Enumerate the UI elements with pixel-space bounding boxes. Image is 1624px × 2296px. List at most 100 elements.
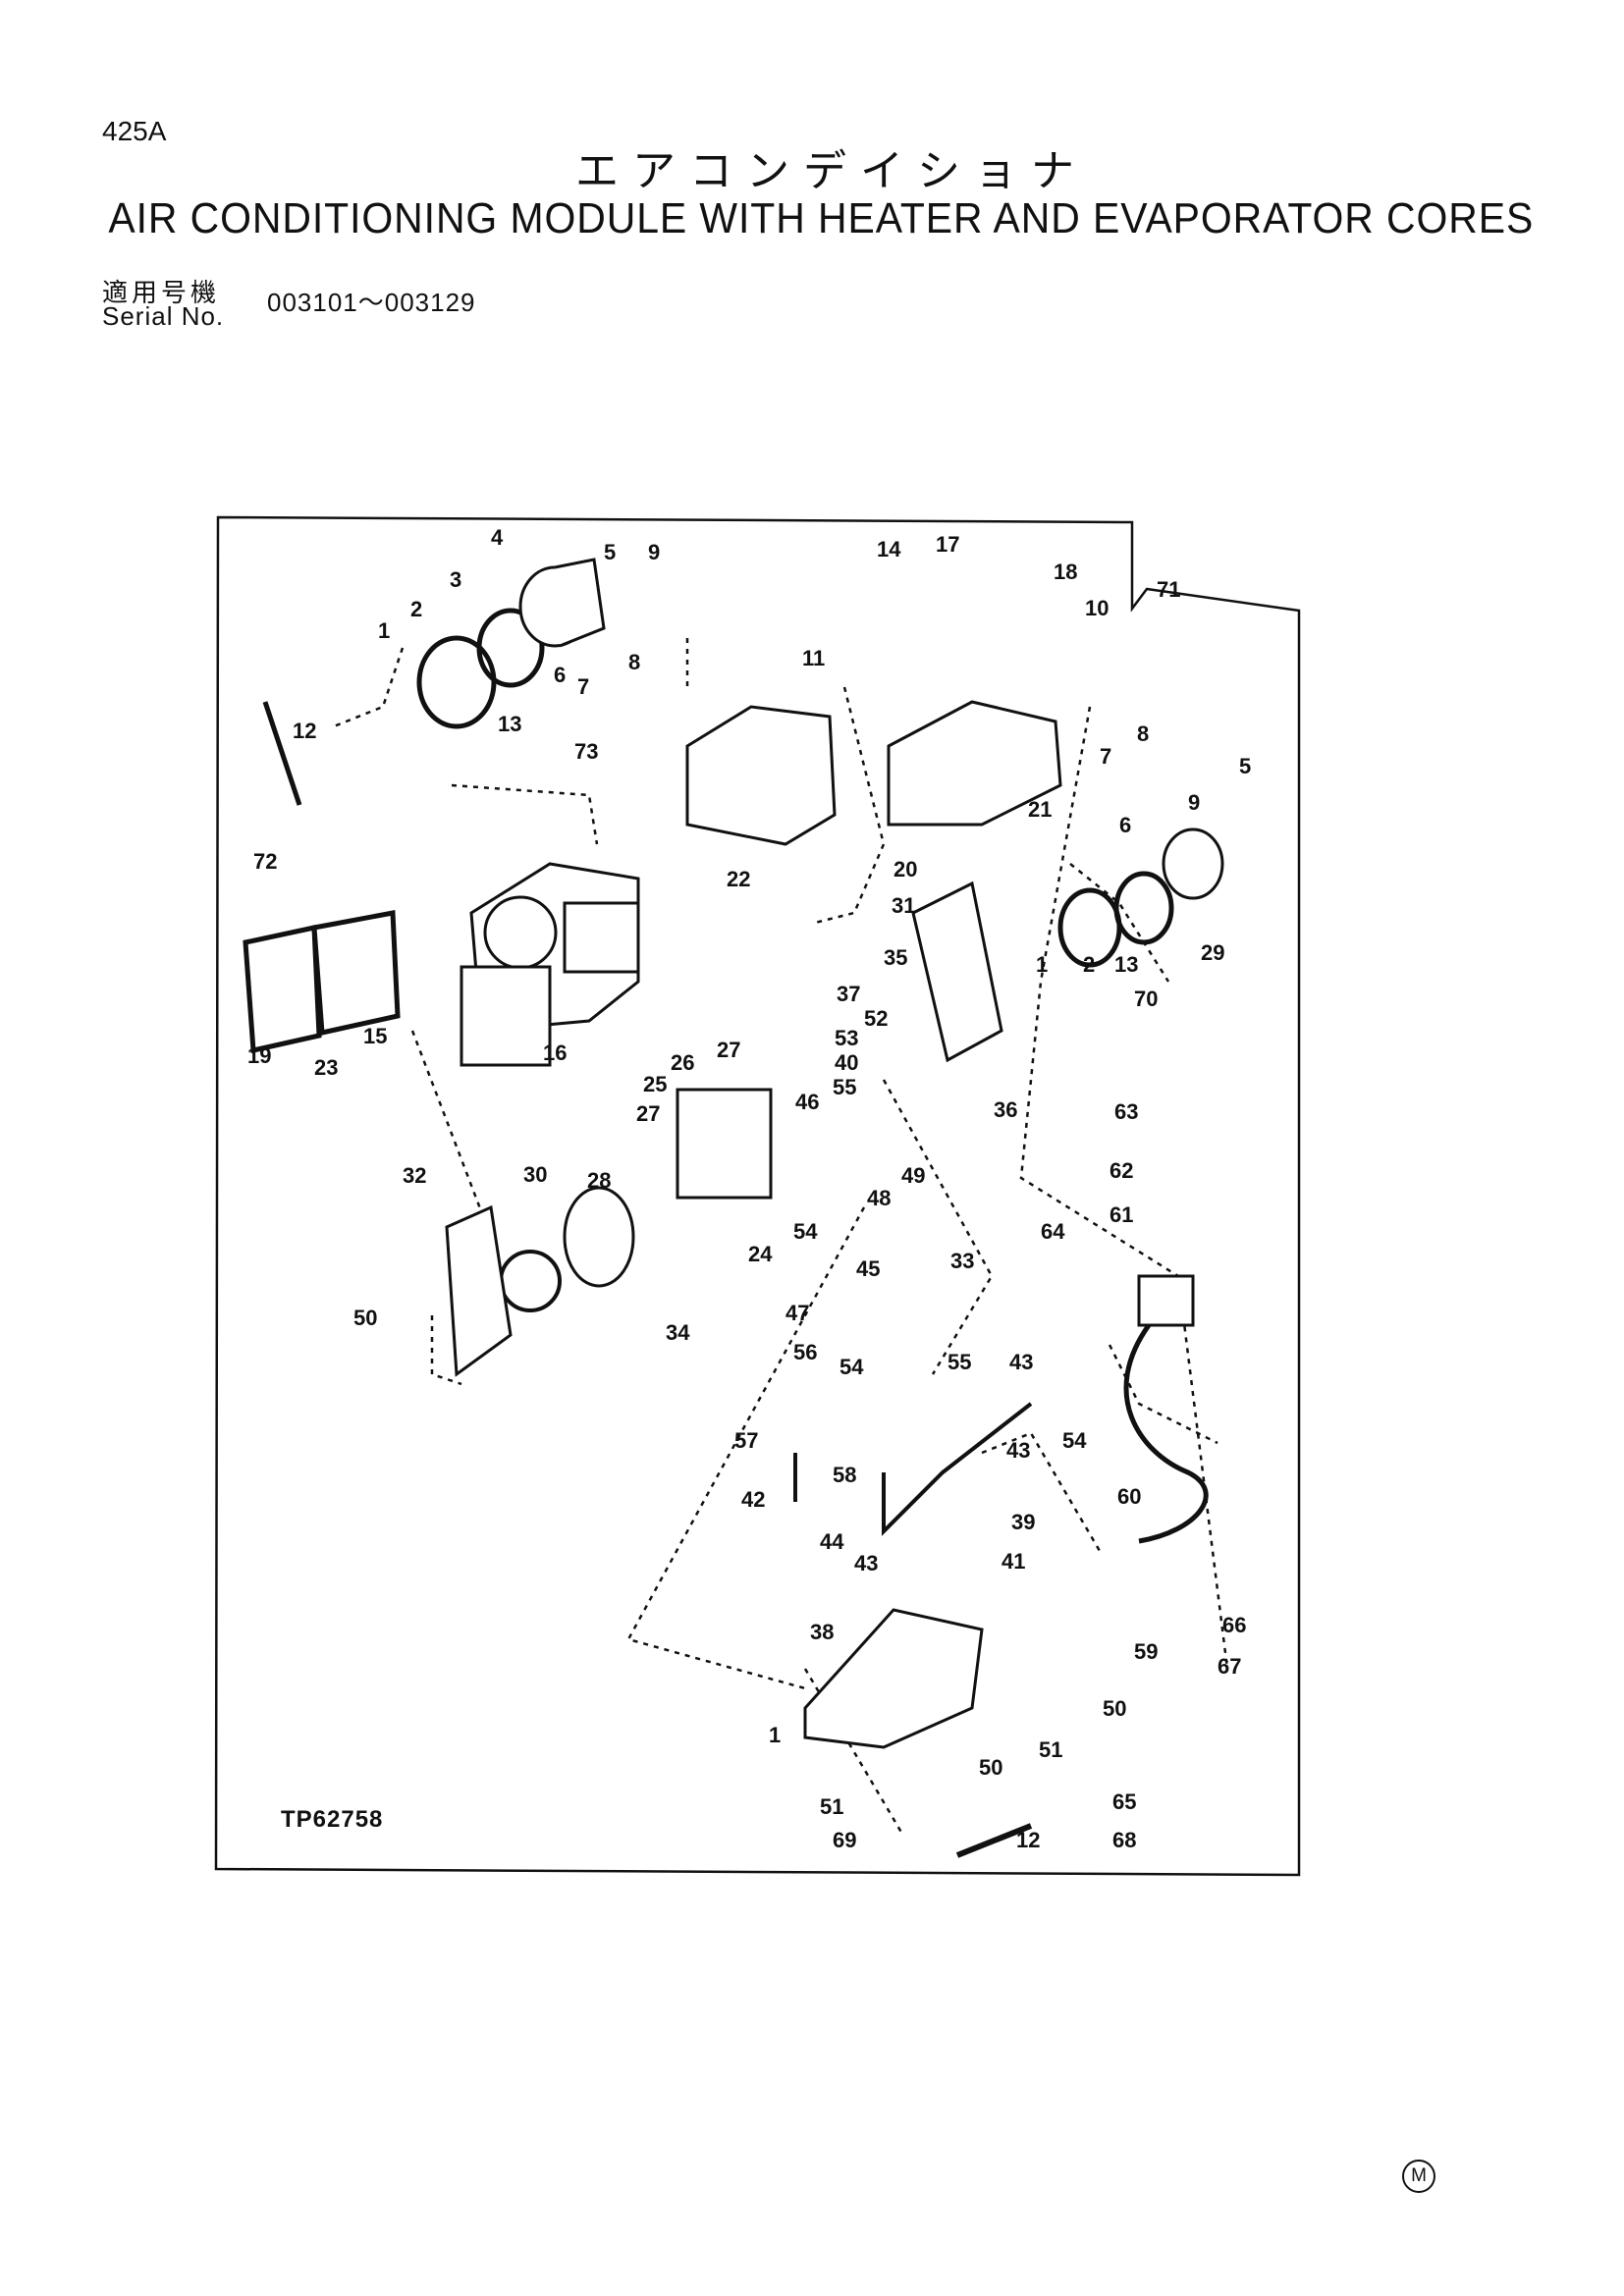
filter-23 (311, 910, 401, 1037)
callout-label: 71 (1157, 577, 1180, 602)
callout-label: 6 (554, 663, 566, 687)
callout-label: 46 (795, 1090, 819, 1114)
callout-label: 7 (1100, 744, 1111, 769)
callout-label: 22 (727, 867, 750, 891)
callout-label: 20 (893, 857, 917, 881)
callout-label: 27 (717, 1038, 740, 1062)
core-28 (563, 1186, 635, 1288)
callout-label: 49 (901, 1163, 925, 1188)
callout-label: 29 (1201, 940, 1224, 965)
callout-label: 5 (1239, 754, 1251, 778)
hose-60 (1123, 1323, 1209, 1544)
callout-label: 61 (1110, 1202, 1133, 1227)
filter-19 (243, 924, 322, 1054)
callout-label: 12 (293, 719, 316, 743)
callout-label: 43 (854, 1551, 878, 1575)
callout-label: 2 (1083, 952, 1095, 977)
serial-range: 003101～003129 (267, 288, 476, 317)
callout-label: 24 (748, 1242, 773, 1266)
base-38 (803, 1608, 984, 1749)
callout-label: 64 (1041, 1219, 1065, 1244)
callout-label: 62 (1110, 1158, 1133, 1183)
callout-label: 40 (835, 1050, 858, 1075)
cover-11 (685, 705, 837, 846)
ring-2 (416, 635, 497, 729)
callout-label: 37 (837, 982, 860, 1006)
callout-label: 55 (833, 1075, 856, 1099)
blower-housing-16 (460, 862, 640, 1067)
page-number: 425A (102, 116, 167, 146)
callout-label: 35 (884, 945, 907, 970)
callout-label: 41 (1001, 1549, 1025, 1574)
callout-labels: 4 5 9 3 2 1 13 6 7 8 12 73 11 14 17 18 1… (247, 525, 1251, 1852)
callout-label: 56 (793, 1340, 817, 1364)
callout-label: 21 (1028, 797, 1052, 822)
callout-label: 66 (1222, 1613, 1246, 1637)
callout-label: 45 (856, 1256, 880, 1281)
callout-label: 53 (835, 1026, 858, 1050)
callout-label: 54 (793, 1219, 818, 1244)
callout-label: 23 (314, 1055, 338, 1080)
callout-label: 59 (1134, 1639, 1158, 1664)
callout-label: 36 (994, 1097, 1017, 1122)
callout-label: 9 (648, 540, 660, 564)
strap-12-lower (955, 1823, 1033, 1858)
circled-m-mark: M (1402, 2160, 1435, 2193)
heater-core-25 (676, 1088, 773, 1200)
callout-label: 4 (491, 525, 504, 550)
callout-label: 43 (1006, 1438, 1030, 1463)
diagram-frame (214, 515, 1301, 1877)
strap-12 (262, 701, 302, 806)
motor-right (1162, 828, 1224, 900)
callout-label: 1 (769, 1723, 781, 1747)
callout-label: 55 (947, 1350, 971, 1374)
callout-label: 7 (577, 674, 589, 699)
callout-label: 9 (1188, 790, 1200, 815)
callout-label: 48 (867, 1186, 891, 1210)
callout-label: 60 (1117, 1484, 1141, 1509)
callout-label: 13 (1114, 952, 1138, 977)
callout-label: 5 (604, 540, 616, 564)
callout-label: 58 (833, 1463, 856, 1487)
title-japanese: エアコンデイショナ (575, 146, 1088, 196)
callout-label: 54 (1062, 1428, 1087, 1453)
callout-label: 68 (1112, 1828, 1136, 1852)
callout-label: 19 (247, 1043, 271, 1068)
callout-label: 65 (1112, 1789, 1136, 1814)
evaporator-core-31 (911, 881, 1003, 1063)
callout-label: 17 (936, 532, 959, 557)
callout-label: 15 (363, 1024, 387, 1048)
callout-label: 14 (877, 537, 901, 561)
callout-label: 39 (1011, 1510, 1035, 1534)
seal-30 (499, 1250, 562, 1312)
cover-20 (887, 700, 1062, 827)
callout-label: 1 (378, 618, 390, 643)
callout-label: 8 (1137, 721, 1149, 746)
callout-label: 3 (450, 567, 461, 592)
callout-label: 67 (1218, 1654, 1241, 1679)
callout-label: 30 (523, 1162, 547, 1187)
callout-label: 54 (839, 1355, 864, 1379)
callout-label: 25 (643, 1072, 667, 1096)
callout-label: 73 (574, 739, 598, 764)
ring-13-right (1113, 871, 1174, 945)
callout-label: 26 (671, 1050, 694, 1075)
callout-label: 16 (543, 1041, 567, 1065)
callout-label: 8 (628, 650, 640, 674)
callout-label: 1 (1036, 952, 1048, 977)
callout-label: 18 (1054, 560, 1077, 584)
serial-label-japanese: 適用号機 (102, 279, 221, 308)
ring-3 (476, 608, 545, 688)
motor-4 (518, 558, 606, 648)
callout-label: 43 (1009, 1350, 1033, 1374)
callout-label: 70 (1134, 987, 1158, 1011)
callout-label: 51 (1039, 1737, 1062, 1762)
valve-64 (1137, 1274, 1195, 1327)
callout-label: 51 (820, 1794, 843, 1819)
serial-label-english: Serial No. (102, 301, 225, 331)
callout-label: 27 (636, 1101, 660, 1126)
callout-label: 6 (1119, 813, 1131, 837)
callout-label: 50 (979, 1755, 1002, 1780)
callout-label: 50 (353, 1306, 377, 1330)
